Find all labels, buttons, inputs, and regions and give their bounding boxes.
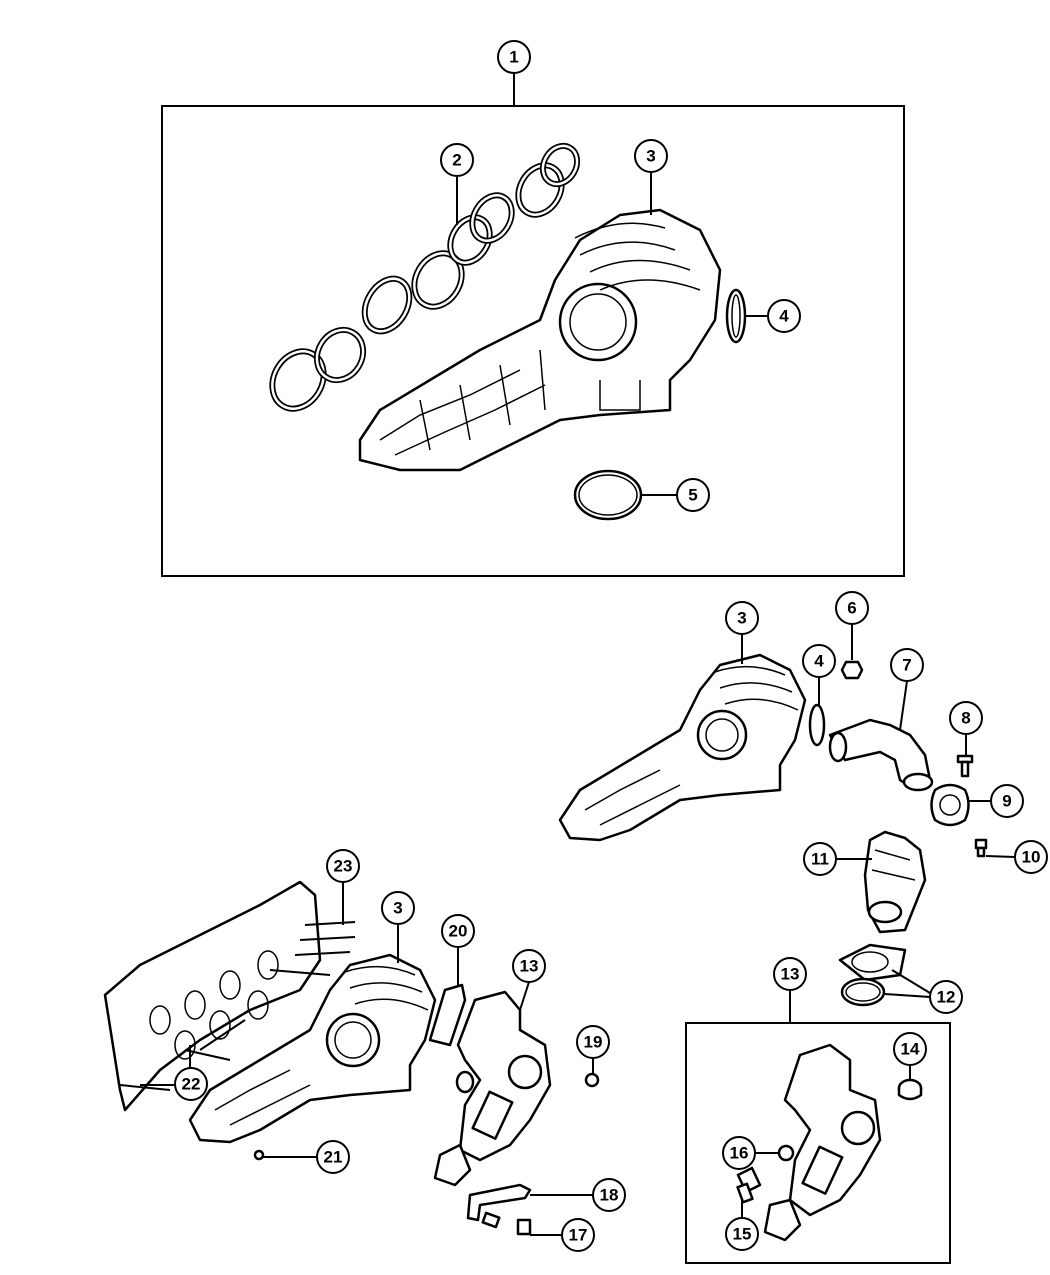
plug-21 [253,1149,265,1161]
svg-text:23: 23 [334,857,353,876]
egr-valve-13-kit [763,1043,882,1242]
callout-8: 8 [949,701,983,735]
callout-3: 3 [634,139,668,173]
svg-text:3: 3 [393,899,402,918]
svg-text:5: 5 [688,486,697,505]
callout-18: 18 [592,1178,626,1212]
callout-10: 10 [1014,840,1048,874]
svg-text:3: 3 [737,609,746,628]
kit-box-1 [161,105,905,577]
bracket-18 [466,1183,532,1222]
callout-4: 4 [767,299,801,333]
svg-text:12: 12 [937,988,956,1007]
intake-manifold-3-kit [358,208,722,472]
callout-5: 5 [676,478,710,512]
svg-text:8: 8 [961,709,970,728]
callout-14: 14 [893,1032,927,1066]
manifold-gasket-2 [269,142,581,412]
callout-23: 23 [326,849,360,883]
svg-text:16: 16 [730,1144,749,1163]
gasket-12-flange [838,943,907,982]
callout-6: 6 [835,591,869,625]
elbow-tube-7 [828,718,934,792]
o-ring-4-mid [808,703,826,747]
svg-text:20: 20 [449,922,468,941]
svg-text:1: 1 [509,48,518,67]
callout-16: 16 [722,1136,756,1170]
intake-manifold-3-bottom [188,953,437,1144]
cylinder-head [103,880,322,1112]
intake-manifold-3-mid [558,653,807,842]
svg-text:22: 22 [182,1075,201,1094]
o-ring-5 [573,469,643,521]
callout-4-mid: 4 [802,644,836,678]
callout-12: 12 [929,980,963,1014]
studs-23 [269,921,356,976]
callout-13-box: 13 [773,957,807,991]
kit-box-13 [685,1022,951,1264]
o-ring-16 [777,1144,795,1162]
svg-text:3: 3 [646,147,655,166]
callout-19: 19 [576,1025,610,1059]
svg-text:6: 6 [847,599,856,618]
svg-text:7: 7 [902,656,911,675]
callout-21: 21 [316,1140,350,1174]
svg-text:17: 17 [569,1226,588,1245]
gasket-12-ring [840,977,886,1007]
svg-text:13: 13 [520,957,539,976]
callout-7: 7 [890,648,924,682]
gasket-9 [930,783,970,827]
callout-3-mid: 3 [725,601,759,635]
svg-text:2: 2 [452,151,461,170]
valve-housing-11 [863,830,927,934]
callout-1: 1 [497,40,531,74]
svg-text:4: 4 [814,652,824,671]
o-ring-4-kit [725,288,747,344]
svg-text:21: 21 [324,1148,343,1167]
callout-9: 9 [990,784,1024,818]
gasket-20 [428,983,467,1047]
callout-3-bottom: 3 [381,891,415,925]
svg-text:18: 18 [600,1186,619,1205]
svg-text:11: 11 [811,850,829,869]
callout-20: 20 [441,914,475,948]
callout-17: 17 [561,1218,595,1252]
bolt-10 [974,838,988,858]
svg-text:14: 14 [901,1040,920,1059]
svg-text:19: 19 [584,1033,603,1052]
svg-text:9: 9 [1002,792,1011,811]
bolt-8 [956,754,974,778]
svg-text:10: 10 [1022,848,1041,867]
callout-2: 2 [440,143,474,177]
callout-15: 15 [725,1217,759,1251]
nut-6 [840,660,864,680]
egr-valve-13 [433,990,552,1187]
svg-text:13: 13 [781,965,800,984]
callout-13: 13 [512,949,546,983]
bolts-17 [481,1211,532,1236]
callout-22: 22 [174,1067,208,1101]
svg-text:15: 15 [733,1225,752,1244]
nut-19 [584,1072,600,1088]
callout-11: 11 [803,842,837,876]
cap-14 [897,1078,923,1101]
studs-22 [119,1019,246,1091]
svg-text:4: 4 [779,307,789,326]
fitting-15 [736,1166,762,1204]
